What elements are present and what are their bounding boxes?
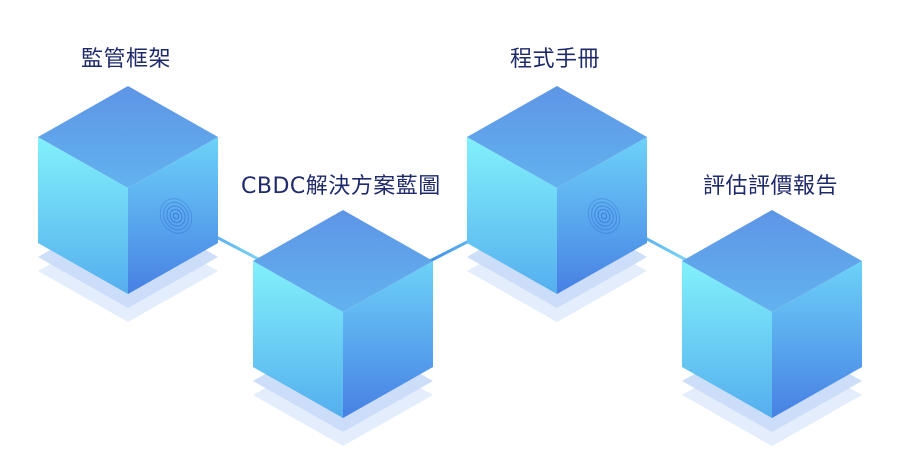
cube-top-face (467, 86, 647, 188)
ripple-ring (600, 212, 608, 220)
cube-2 (253, 210, 433, 446)
ripple-ring (172, 212, 180, 220)
cubes (38, 86, 862, 446)
step-label-cbdc-blueprint: CBDC解決方案藍圖 (241, 174, 441, 199)
ripple-ring (169, 208, 183, 224)
cube-top-face (38, 86, 218, 188)
cube-left-face (682, 261, 772, 418)
cube-left-face (38, 137, 128, 294)
step-label-regulatory-framework: 監管框架 (81, 47, 172, 72)
ripple-ring (159, 198, 193, 234)
step-label-assessment-report: 評估評價報告 (703, 174, 839, 199)
cube-left-face (467, 137, 557, 294)
ripple-ring (163, 201, 189, 231)
cube-right-face (772, 261, 862, 418)
cube-top-face (682, 210, 862, 312)
ripple-ring (587, 198, 621, 234)
cube-left-face (253, 261, 343, 418)
cube-top-face (253, 210, 433, 312)
ripple-ring (594, 205, 614, 227)
cube-4 (682, 210, 862, 446)
step-label-program-manual: 程式手冊 (510, 47, 601, 72)
ripple-rings (159, 198, 193, 234)
cube-1 (38, 86, 218, 322)
cube-right-face (557, 137, 647, 294)
ripple-ring (591, 201, 617, 231)
ripple-ring (166, 205, 186, 227)
ripple-rings (587, 198, 621, 234)
cube-3 (467, 86, 647, 322)
cube-right-face (343, 261, 433, 418)
ripple-ring (597, 208, 611, 224)
